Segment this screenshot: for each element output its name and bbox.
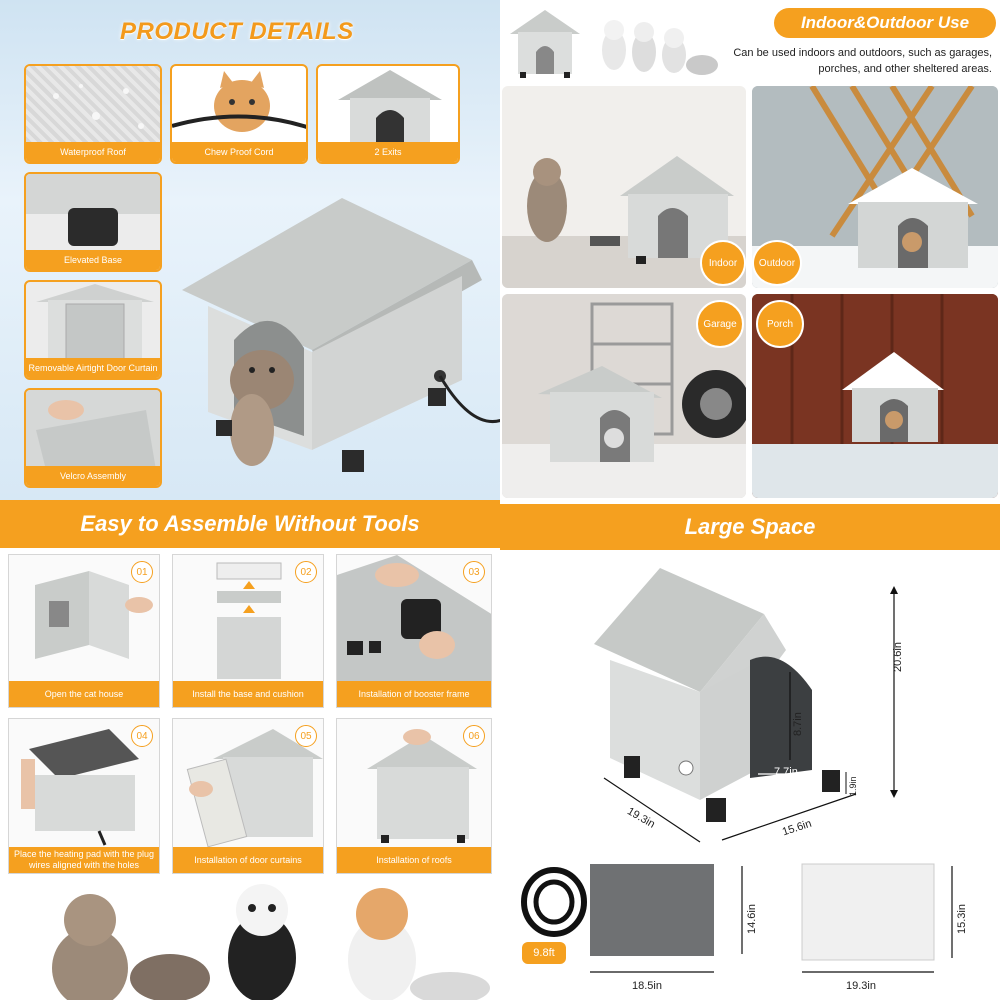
width-dimension-line xyxy=(721,793,857,841)
step-03-art xyxy=(337,555,491,683)
feature-label: Elevated Base xyxy=(26,250,160,270)
cord-length-badge: 9.8ft xyxy=(522,942,566,964)
scene-label-outdoor: Outdoor xyxy=(752,240,802,286)
step-number: 02 xyxy=(295,561,317,583)
feature-velcro-assembly: Velcro Assembly xyxy=(24,388,162,488)
small-house-icon xyxy=(510,10,580,78)
house-icon xyxy=(338,70,442,144)
cat-house-main-image xyxy=(182,198,500,472)
leg-height-label: 1.9in xyxy=(848,776,858,796)
scene-porch: Porch xyxy=(752,294,998,498)
step-05-art xyxy=(186,729,323,848)
cushion-width-label: 19.3in xyxy=(846,980,876,992)
scene-label-porch: Porch xyxy=(756,300,804,348)
step-number: 01 xyxy=(131,561,153,583)
step-label: Installation of roofs xyxy=(337,847,491,873)
heating-pad-image xyxy=(590,864,714,956)
step-number: 06 xyxy=(463,725,485,747)
cord-coil-icon xyxy=(521,867,587,937)
kittens-image xyxy=(602,20,718,75)
usage-title: Indoor&Outdoor Use xyxy=(800,13,970,32)
assembly-step-03: 03 Installation of booster frame xyxy=(336,554,492,708)
size-title: Large Space xyxy=(500,504,1000,550)
cat-with-cable-icon xyxy=(172,71,306,132)
door-width-label: 7.7in xyxy=(774,766,798,778)
depth-dimension-line xyxy=(603,777,701,843)
scene-label-indoor: Indoor xyxy=(700,240,746,286)
scene-indoor: Indoor xyxy=(502,86,746,288)
feature-label: Waterproof Roof xyxy=(26,142,160,162)
step-label: Open the cat house xyxy=(9,681,159,707)
usage-title-pill: Indoor&Outdoor Use xyxy=(774,8,996,38)
assembly-panel: Easy to Assemble Without Tools 01 Open t… xyxy=(0,500,500,1000)
assembly-title: Easy to Assemble Without Tools xyxy=(0,500,500,548)
assembly-step-01: 01 Open the cat house xyxy=(8,554,160,708)
kittens-group-image xyxy=(52,884,490,1000)
step-label: Install the base and cushion xyxy=(173,681,323,707)
step-02-art xyxy=(216,562,282,679)
step-label: Installation of door curtains xyxy=(173,847,323,873)
assembly-step-02: 02 Install the base and cushion xyxy=(172,554,324,708)
assembly-step-04: 04 Place the heating pad with the plug w… xyxy=(8,718,160,874)
step-06-art xyxy=(367,729,477,843)
assembly-step-05: 05 Installation of door curtains xyxy=(172,718,324,874)
assembly-step-06: 06 Installation of roofs xyxy=(336,718,492,874)
step-number: 04 xyxy=(131,725,153,747)
raindrop-icon xyxy=(53,84,144,129)
cushion-image xyxy=(801,863,935,961)
step-04-art xyxy=(21,729,139,846)
size-diagram xyxy=(521,568,953,973)
scene-garage: Garage xyxy=(502,294,746,498)
feature-chew-proof-cord: Chew Proof Cord xyxy=(170,64,308,164)
feature-waterproof-roof: Waterproof Roof xyxy=(24,64,162,164)
step-01-art xyxy=(35,571,153,659)
feature-2-exits: 2 Exits xyxy=(316,64,460,164)
velcro-icon xyxy=(26,390,160,470)
size-panel: Large Space 20.6in 8.7in 7.7in 1.9in 19.… xyxy=(500,500,1000,1000)
pad-height-label: 14.6in xyxy=(746,904,758,934)
step-number: 05 xyxy=(295,725,317,747)
scene-label-garage: Garage xyxy=(696,300,744,348)
step-label: Installation of booster frame xyxy=(337,681,491,707)
product-details-panel: PRODUCT DETAILS Waterproof Roof Chew Pro… xyxy=(0,0,500,500)
feature-door-curtain: Removable Airtight Door Curtain xyxy=(24,280,162,380)
feature-label: Velcro Assembly xyxy=(26,466,160,486)
feature-label: Chew Proof Cord xyxy=(172,142,306,162)
pad-width-label: 18.5in xyxy=(632,980,662,992)
curtain-icon xyxy=(36,284,154,362)
feature-elevated-base: Elevated Base xyxy=(24,172,162,272)
usage-description: Can be used indoors and outdoors, such a… xyxy=(733,47,992,75)
door-height-label: 8.7in xyxy=(792,712,804,736)
product-details-title: PRODUCT DETAILS xyxy=(120,18,354,45)
step-number: 03 xyxy=(463,561,485,583)
height-label: 20.6in xyxy=(892,642,904,672)
step-label: Place the heating pad with the plug wire… xyxy=(9,847,159,873)
leg-icon xyxy=(26,174,160,246)
usage-panel: Indoor&Outdoor Use Can be used indoors a… xyxy=(500,0,1000,500)
scene-outdoor: Outdoor xyxy=(752,86,998,288)
cushion-height-label: 15.3in xyxy=(956,904,968,934)
feature-label: Removable Airtight Door Curtain xyxy=(26,358,160,378)
feature-label: 2 Exits xyxy=(318,142,458,162)
